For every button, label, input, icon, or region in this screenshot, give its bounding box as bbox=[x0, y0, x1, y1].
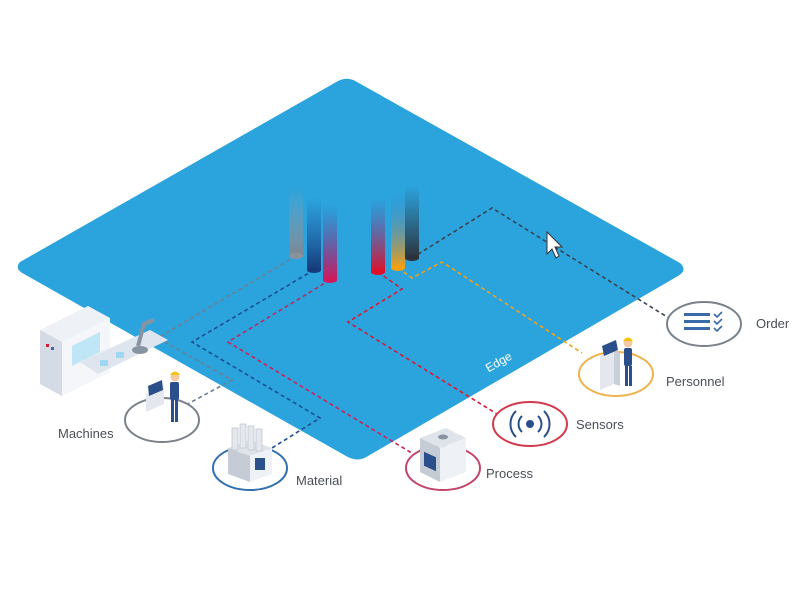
process-node[interactable] bbox=[405, 428, 481, 491]
sensors-line bbox=[346, 271, 498, 415]
process-label[interactable]: Process bbox=[486, 466, 533, 481]
mouse-cursor-icon bbox=[546, 230, 564, 259]
production-machine-icon bbox=[40, 306, 180, 422]
edge-platform bbox=[17, 78, 684, 460]
machines-line bbox=[156, 255, 297, 407]
qr-cube-icon bbox=[420, 428, 466, 482]
process-line bbox=[226, 279, 416, 456]
material-label[interactable]: Material bbox=[296, 473, 343, 488]
sensors-label[interactable]: Sensors bbox=[576, 417, 624, 432]
order-label[interactable]: Order bbox=[756, 316, 790, 331]
sensors-node[interactable] bbox=[492, 401, 568, 447]
machines-label[interactable]: Machines bbox=[58, 426, 114, 441]
material-node[interactable] bbox=[212, 423, 288, 491]
operator-terminal-icon bbox=[600, 337, 633, 390]
personnel-line bbox=[397, 261, 583, 354]
data-pillars bbox=[289, 186, 419, 283]
pillar-magenta bbox=[323, 206, 337, 283]
pillar-navy bbox=[307, 198, 321, 273]
personnel-label[interactable]: Personnel bbox=[666, 374, 725, 389]
personnel-node[interactable] bbox=[578, 337, 654, 397]
qr-box-icon bbox=[228, 423, 272, 482]
pillar-red bbox=[371, 198, 385, 275]
order-line bbox=[411, 207, 673, 321]
pillar-dark bbox=[405, 186, 419, 261]
order-node[interactable] bbox=[666, 301, 742, 347]
wireless-sensor-icon bbox=[509, 410, 551, 438]
connection-lines bbox=[156, 207, 673, 456]
checklist-icon bbox=[684, 311, 723, 333]
machines-node[interactable] bbox=[40, 306, 200, 443]
material-line bbox=[190, 269, 322, 449]
pillar-gray bbox=[289, 188, 303, 259]
pillar-orange bbox=[391, 192, 405, 271]
